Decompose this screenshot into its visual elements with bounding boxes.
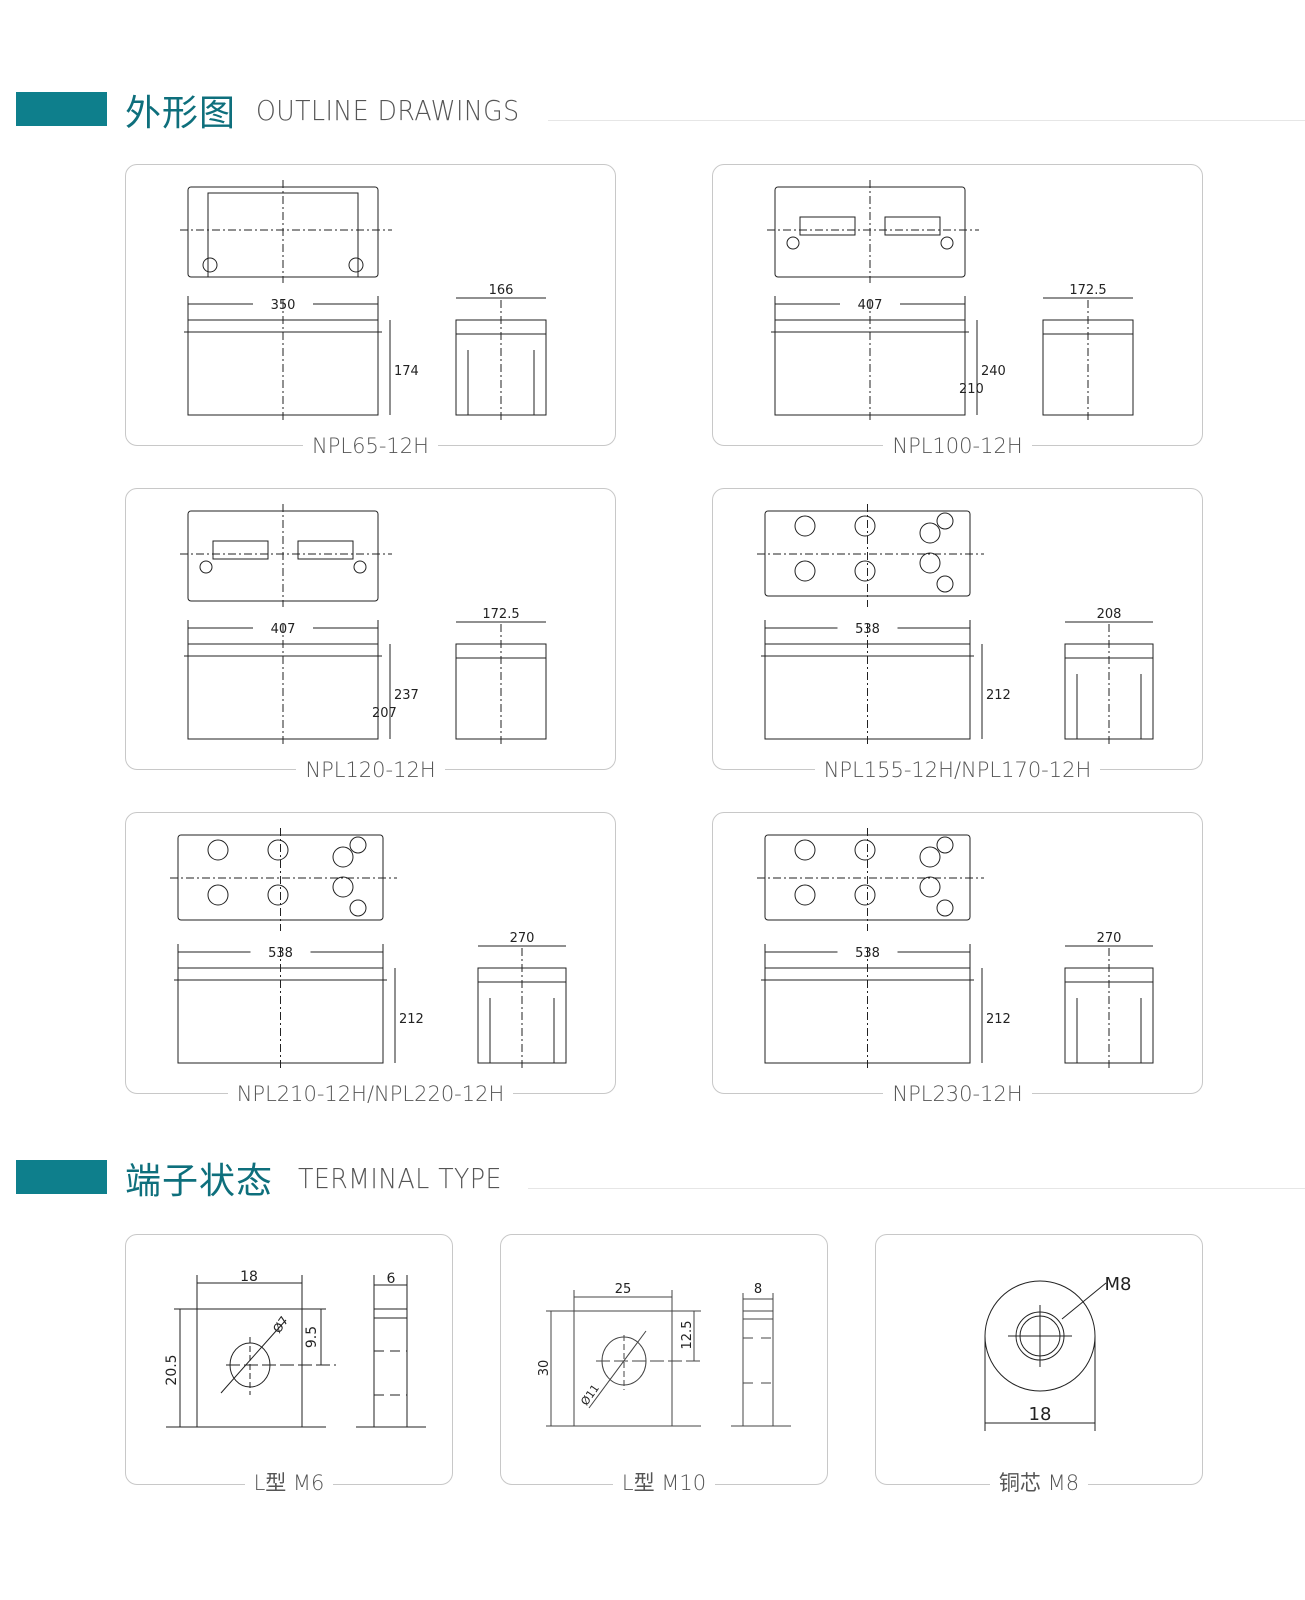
terminal-panel-copper-m8: M8 18 铜芯 M8 — [875, 1234, 1203, 1495]
top-view — [757, 828, 984, 931]
side-view — [1064, 945, 1154, 1069]
top-view — [757, 504, 984, 607]
dim-width: 538 — [855, 622, 880, 637]
section-divider — [548, 120, 1305, 121]
side-view — [1064, 621, 1154, 745]
outline-drawing: 407 240 210 172.5 — [767, 180, 1134, 421]
dim-width: 407 — [271, 622, 296, 637]
dim-height: 240 — [981, 364, 1006, 379]
terminal-drawing: 18 20.5 9.5 Ø7 6 — [164, 1269, 426, 1428]
outline-section-header: 外形图 OUTLINE DRAWINGS — [0, 70, 1305, 134]
model-label: NPL230-12H — [883, 1082, 1032, 1106]
dim-depth: 270 — [1097, 931, 1122, 946]
outline-drawing: 350 174 166 — [180, 180, 547, 421]
front-view — [184, 620, 391, 745]
section-divider — [528, 1188, 1305, 1189]
model-label: NPL100-12H — [883, 434, 1032, 458]
dim-hole-center: 9.5 — [304, 1326, 320, 1348]
dim-depth: 172.5 — [1069, 283, 1106, 298]
dim-depth: 166 — [489, 283, 514, 298]
dim-height: 30 — [537, 1360, 552, 1377]
dim-width: 350 — [271, 298, 296, 313]
top-view — [180, 180, 392, 283]
dim-height: 20.5 — [164, 1354, 180, 1385]
terminal-section-header: 端子状态 TERMINAL TYPE — [0, 1138, 1305, 1202]
dim-hole-dia: Ø7 — [270, 1314, 291, 1336]
model-label: NPL65-12H — [303, 434, 438, 458]
terminal-drawing: 25 30 12.5 Ø11 8 — [537, 1282, 791, 1427]
outline-drawing: 407 237 207 172.5 — [180, 504, 547, 745]
section-accent-bar — [16, 92, 107, 126]
section-title-en: TERMINAL TYPE — [298, 1162, 502, 1195]
outline-drawing: 538 212 208 — [757, 504, 1154, 745]
terminal-drawing: M8 18 — [984, 1274, 1132, 1431]
dim-height: 174 — [394, 364, 419, 379]
dim-depth: 172.5 — [482, 607, 519, 622]
section-accent-bar — [16, 1160, 107, 1194]
terminal-panel-l-m10: 25 30 12.5 Ø11 8 L型 M10 — [500, 1234, 828, 1495]
dim-width: 407 — [858, 298, 883, 313]
dim-depth: 208 — [1097, 607, 1122, 622]
model-label: NPL210-12H/NPL220-12H — [227, 1082, 514, 1106]
outline-drawing: 538 212 270 — [757, 828, 1154, 1069]
dim-thread: M8 — [1105, 1274, 1132, 1295]
dim-hole-center: 12.5 — [680, 1321, 695, 1350]
dim-width: 18 — [240, 1269, 258, 1285]
dim-height: 207 — [372, 706, 397, 721]
dim-height: 212 — [399, 1012, 424, 1027]
dim-diameter: 18 — [1029, 1404, 1052, 1425]
dim-depth: 270 — [510, 931, 535, 946]
dim-thickness: 6 — [387, 1271, 396, 1287]
side-view — [455, 297, 547, 421]
dim-width: 538 — [855, 946, 880, 961]
dim-height: 237 — [394, 688, 419, 703]
dim-height: 210 — [959, 382, 984, 397]
outline-drawing: 538 212 270 — [170, 828, 567, 1069]
dim-height: 212 — [986, 1012, 1011, 1027]
model-label: NPL120-12H — [296, 758, 445, 782]
dim-width: 538 — [268, 946, 293, 961]
front-view — [174, 944, 396, 1069]
section-title-en: OUTLINE DRAWINGS — [256, 94, 520, 127]
section-title-cn: 端子状态 — [125, 1161, 274, 1202]
top-view — [170, 828, 397, 931]
dim-thickness: 8 — [754, 1282, 762, 1297]
dim-width: 25 — [615, 1282, 632, 1297]
front-view — [184, 296, 391, 421]
front-view — [761, 944, 983, 1069]
panel-label: 铜芯 M8 — [989, 1471, 1089, 1495]
front-view — [761, 620, 983, 745]
side-view — [455, 621, 547, 745]
section-title-cn: 外形图 — [125, 93, 237, 134]
front-view — [771, 296, 978, 421]
top-view — [767, 180, 979, 283]
side-view — [477, 945, 567, 1069]
dim-height: 212 — [986, 688, 1011, 703]
top-view — [180, 504, 392, 607]
terminal-panel-l-m6: 18 20.5 9.5 Ø7 6 L型 M6 — [125, 1234, 453, 1495]
side-view — [1042, 297, 1134, 421]
panel-label: L型 M6 — [244, 1471, 334, 1495]
model-label: NPL155-12H/NPL170-12H — [814, 758, 1101, 782]
panel-label: L型 M10 — [612, 1471, 716, 1495]
